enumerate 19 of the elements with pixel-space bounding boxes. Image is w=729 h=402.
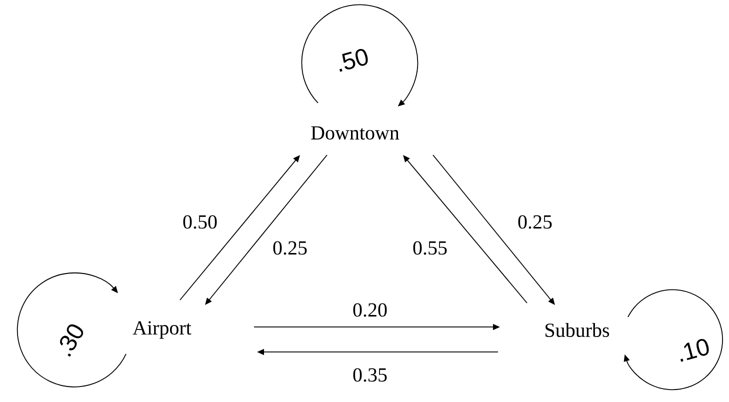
place-label: Downtown [311,126,400,140]
arrow [180,155,300,300]
edge-label: 0.20 [353,303,387,317]
loop-arrow [301,4,418,106]
arrow [205,154,328,305]
loop-arrow [16,272,126,388]
edge-label: 0.25 [273,241,307,255]
place-label: Airport [132,321,192,339]
place-label: Suburbs [546,322,610,338]
edge-label: 0.55 [413,241,447,255]
arrow [403,155,528,304]
edge-label: 0.35 [353,368,387,382]
loop-arrow [624,289,723,390]
arrow [432,154,555,305]
handwritten-probability: .30 [60,324,84,357]
handwritten-probability: .50 [340,48,368,72]
edge-label: 0.50 [183,215,217,229]
edge-label: 0.25 [518,215,552,229]
handwritten-probability: .10 [680,338,709,362]
